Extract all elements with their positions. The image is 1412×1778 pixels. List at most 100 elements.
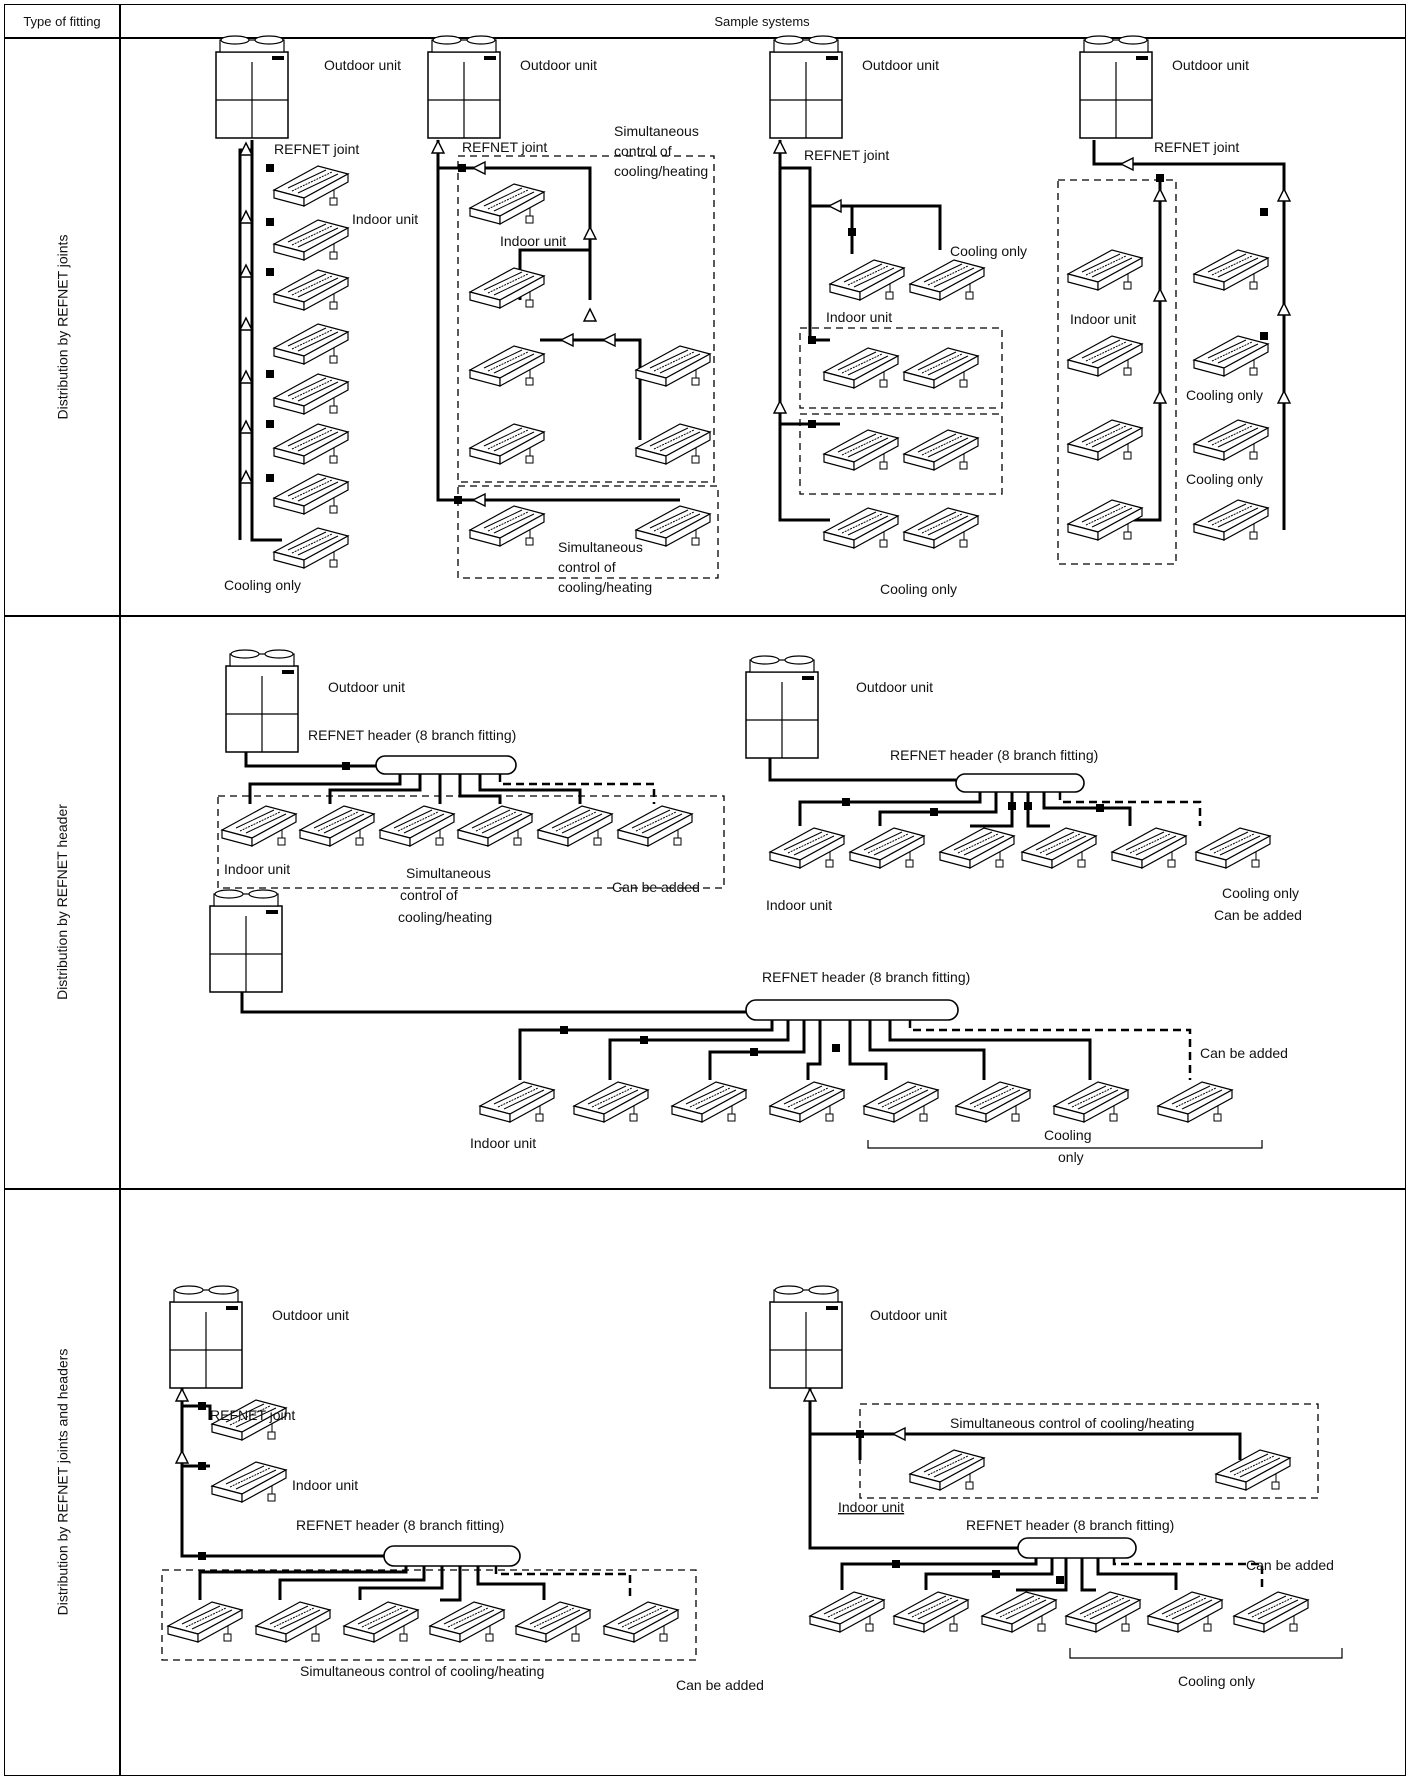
cooling-only-label: Cooling only: [1222, 885, 1299, 901]
indoor-unit-label: Indoor unit: [1070, 311, 1136, 327]
system-joints-1: Outdoor unit REFNET joint Indoor unit Co…: [216, 36, 418, 593]
indoor-cassette-unit-icon: [574, 1082, 648, 1122]
indoor-cassette-unit-icon: [1054, 1082, 1128, 1122]
refnet-joint-icon: [832, 1044, 840, 1052]
indoor-unit-label: Indoor unit: [500, 233, 566, 249]
refnet-joint-icon: [1154, 289, 1166, 301]
can-be-added-label: Can be added: [676, 1677, 764, 1693]
simultaneous-label-3: cooling/heating: [614, 163, 708, 179]
indoor-cassette-unit-icon: [1068, 250, 1142, 290]
refnet-joint-icon: [1121, 158, 1133, 170]
indoor-unit-label: Indoor unit: [766, 897, 832, 913]
indoor-cassette-unit-icon: [480, 1082, 554, 1122]
can-be-added-label: Can be added: [612, 879, 700, 895]
indoor-cassette-unit-icon: [1194, 250, 1268, 290]
refnet-joint-icon: [473, 494, 485, 506]
indoor-cassette-unit-icon: [824, 508, 898, 548]
indoor-unit-label: Indoor unit: [352, 211, 418, 227]
outdoor-unit-icon: [216, 36, 288, 138]
indoor-unit-label: Indoor unit: [292, 1477, 358, 1493]
refnet-joint-icon: [848, 228, 856, 236]
refnet-header-icon: [746, 1000, 958, 1020]
indoor-cassette-unit-icon: [770, 828, 844, 868]
indoor-cassette-unit-icon: [538, 806, 612, 846]
indoor-cassette-unit-icon: [636, 506, 710, 546]
refnet-joint-icon: [584, 227, 596, 239]
indoor-cassette-unit-icon: [1112, 828, 1186, 868]
refnet-joint-icon: [240, 265, 252, 277]
indoor-cassette-unit-icon: [1196, 828, 1270, 868]
indoor-cassette-unit-icon: [274, 474, 348, 514]
indoor-cassette-unit-icon: [274, 166, 348, 206]
refnet-joint-icon: [1154, 391, 1166, 403]
outdoor-unit-label: Outdoor unit: [1172, 57, 1249, 73]
simultaneous-label-1: Simultaneous: [614, 123, 699, 139]
refnet-joint-icon: [176, 1389, 188, 1401]
outdoor-unit-icon: [770, 36, 842, 138]
indoor-cassette-unit-icon: [1194, 420, 1268, 460]
refnet-joint-icon: [342, 762, 350, 770]
refnet-joint-icon: [240, 421, 252, 433]
indoor-cassette-unit-icon: [672, 1082, 746, 1122]
cooling-only-label: only: [1058, 1149, 1084, 1165]
refnet-joint-icon: [176, 1451, 188, 1463]
indoor-cassette-unit-icon: [380, 806, 454, 846]
outdoor-unit-label: Outdoor unit: [870, 1307, 947, 1323]
refnet-joint-icon: [198, 1402, 206, 1410]
refnet-joint-icon: [892, 1560, 900, 1568]
outdoor-unit-icon: [226, 650, 298, 752]
refnet-joint-icon: [266, 218, 274, 226]
refnet-joint-icon: [240, 211, 252, 223]
refnet-header-icon: [1018, 1538, 1136, 1558]
outdoor-unit-label: Outdoor unit: [324, 57, 401, 73]
system-header-a: Outdoor unit REFNET header (8 branch fit…: [218, 650, 724, 925]
indoor-cassette-unit-icon: [274, 324, 348, 364]
simultaneous-label-3: cooling/heating: [398, 909, 492, 925]
indoor-cassette-unit-icon: [274, 528, 348, 568]
refnet-joint-icon: [240, 471, 252, 483]
simultaneous-label-3: cooling/heating: [558, 579, 652, 595]
refnet-header-label: REFNET header (8 branch fitting): [308, 727, 516, 743]
refnet-header-label: REFNET header (8 branch fitting): [966, 1517, 1174, 1533]
refnet-joint-icon: [808, 420, 816, 428]
indoor-cassette-unit-icon: [516, 1602, 590, 1642]
system-header-c: REFNET header (8 branch fitting) Can be …: [210, 890, 1288, 1165]
refnet-joint-icon: [560, 1026, 568, 1034]
simultaneous-label: Simultaneous control of cooling/heating: [950, 1415, 1194, 1431]
indoor-unit-label: Indoor unit: [470, 1135, 536, 1151]
indoor-cassette-unit-icon: [1194, 500, 1268, 540]
indoor-cassette-unit-icon: [618, 806, 692, 846]
refnet-header-label: REFNET header (8 branch fitting): [762, 969, 970, 985]
indoor-cassette-unit-icon: [274, 424, 348, 464]
indoor-cassette-unit-icon: [904, 508, 978, 548]
refnet-header-icon: [956, 774, 1084, 792]
outdoor-unit-label: Outdoor unit: [856, 679, 933, 695]
cooling-only-label: Cooling only: [1186, 471, 1263, 487]
refnet-header-icon: [384, 1546, 520, 1566]
indoor-cassette-unit-icon: [222, 806, 296, 846]
simultaneous-label-1: Simultaneous: [406, 865, 491, 881]
indoor-cassette-unit-icon: [1068, 500, 1142, 540]
system-header-b: Outdoor unit REFNET header (8 branch fit…: [746, 656, 1302, 923]
outdoor-unit-label: Outdoor unit: [862, 57, 939, 73]
refnet-joint-icon: [1278, 303, 1290, 315]
indoor-unit-label: Indoor unit: [224, 861, 290, 877]
indoor-cassette-unit-icon: [274, 220, 348, 260]
indoor-cassette-unit-icon: [470, 268, 544, 308]
indoor-cassette-unit-icon: [1158, 1082, 1232, 1122]
refnet-joint-icon: [750, 1048, 758, 1056]
indoor-cassette-unit-icon: [910, 260, 984, 300]
refnet-header-label: REFNET header (8 branch fitting): [890, 747, 1098, 763]
outdoor-unit-icon: [210, 890, 282, 992]
refnet-joint-icon: [266, 474, 274, 482]
simultaneous-label: Simultaneous control of cooling/heating: [300, 1663, 544, 1679]
refnet-joint-icon: [198, 1552, 206, 1560]
refnet-joint-icon: [473, 162, 485, 174]
outdoor-unit-label: Outdoor unit: [272, 1307, 349, 1323]
refnet-joint-icon: [1008, 802, 1016, 810]
refnet-joint-icon: [561, 334, 573, 346]
refnet-joint-icon: [842, 798, 850, 806]
outdoor-unit-icon: [1080, 36, 1152, 138]
indoor-cassette-unit-icon: [344, 1602, 418, 1642]
